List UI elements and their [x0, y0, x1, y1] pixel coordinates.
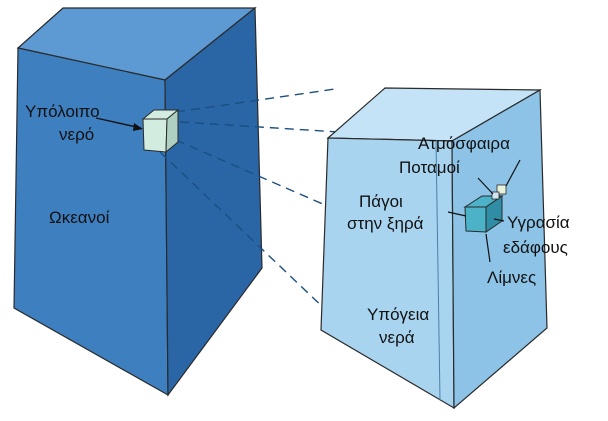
lakes-arrow — [485, 233, 491, 263]
rivers-cube-face — [491, 191, 500, 200]
oceans-cube — [13, 6, 263, 397]
soil-moisture-arrow — [493, 218, 505, 222]
freshwater-cube-side — [451, 88, 548, 410]
connector-line-top — [175, 88, 336, 113]
remaining-water-cube-side — [165, 108, 179, 154]
ice-label-line1: Πάγοι — [359, 192, 403, 211]
lakes-label: Λίμνες — [487, 268, 537, 287]
remaining-water-label-line1: Υπόλοιπο — [25, 102, 100, 121]
atmosphere-label: Ατμόσφαιρα — [418, 134, 510, 153]
freshwater-cube-front — [320, 137, 455, 410]
rivers-arrow — [477, 177, 494, 195]
pointer-arrows — [447, 159, 521, 263]
oceans-label: Ωκεανοί — [49, 208, 110, 227]
groundwater-label-line2: νερά — [379, 328, 415, 347]
ice-label-line2: στην ξηρά — [347, 214, 424, 233]
connector-line-middle — [175, 139, 326, 206]
atmosphere-arrow — [505, 159, 521, 187]
remaining-water-cube — [141, 108, 180, 154]
groundwater-divider — [435, 139, 441, 401]
remaining-water-label-line2: νερό — [59, 125, 95, 144]
atmosphere-cube-face — [496, 184, 507, 195]
atmosphere-cube — [491, 184, 507, 200]
ice-arrow — [447, 211, 467, 217]
remaining-water-cube-front — [142, 118, 168, 153]
soil-moisture-label-line1: Υγρασία — [507, 213, 570, 232]
connector-line-bottom — [159, 151, 329, 313]
soil-moisture-label-line2: εδάφους — [503, 238, 568, 257]
remaining-water-arrow — [95, 117, 142, 129]
soil-moisture-cube-front — [464, 206, 487, 233]
rivers-label: Ποταμοί — [399, 158, 460, 177]
oceans-cube-side — [164, 6, 263, 397]
remaining-water-arrowhead — [133, 123, 143, 131]
freshwater-cube — [320, 87, 548, 410]
groundwater-label-line1: Υπόγεια — [367, 305, 430, 324]
